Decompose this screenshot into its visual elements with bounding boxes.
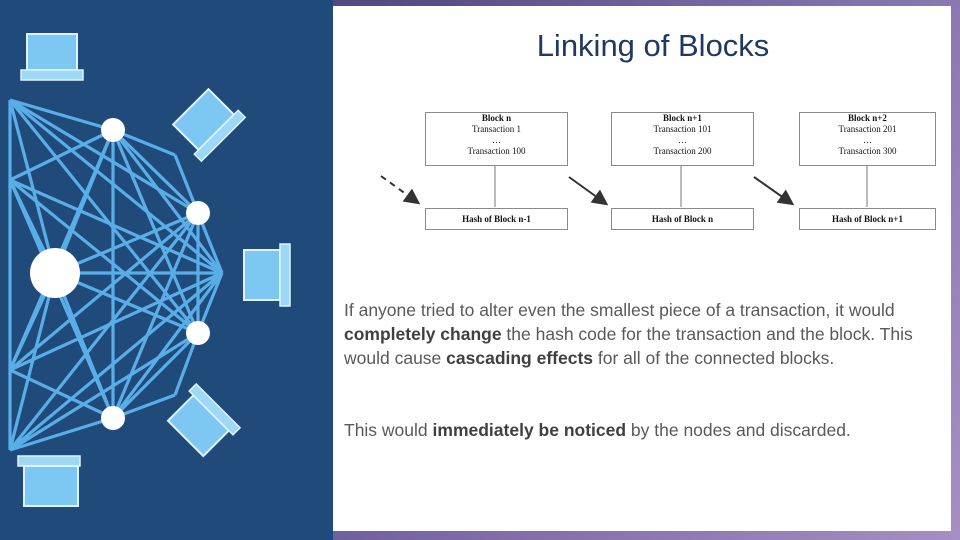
- block-tx-last: Transaction 100: [467, 146, 526, 156]
- block-title: Block n: [481, 113, 512, 123]
- network-panel: [0, 0, 333, 540]
- hash-label: Hash of Block n-1: [462, 214, 531, 224]
- incoming-arrow-icon: [380, 175, 421, 205]
- network-graph: [8, 33, 291, 507]
- laptop-icon: [20, 33, 84, 81]
- block-ellipsis: …: [863, 135, 872, 145]
- block-box: Block n Transaction 1 … Transaction 100: [425, 112, 568, 166]
- slide-content: Linking of Blocks Block n Transaction 1 …: [333, 6, 951, 531]
- emphasis-completely-change: completely change: [344, 324, 502, 344]
- link-arrow-icon: [753, 176, 795, 206]
- text-run: the hash code for the transaction and th…: [344, 324, 913, 368]
- hash-label: Hash of Block n+1: [832, 214, 903, 224]
- block-tx-first: Transaction 201: [838, 124, 897, 134]
- network-nodes: [30, 118, 210, 430]
- laptop-icon: [17, 455, 81, 507]
- laptop-icon: [243, 243, 291, 307]
- block-box: Block n+1 Transaction 101 … Transaction …: [611, 112, 754, 166]
- link-arrow-icon: [568, 176, 609, 206]
- text-run: This would: [344, 420, 433, 440]
- node-circle-icon: [101, 118, 125, 142]
- hash-box: Hash of Block n: [611, 208, 754, 230]
- text-run: If anyone tried to alter even the smalle…: [344, 300, 895, 320]
- emphasis-immediately-noticed: immediately be noticed: [432, 420, 627, 440]
- block-box: Block n+2 Transaction 201 … Transaction …: [799, 112, 936, 166]
- block-tx-first: Transaction 101: [653, 124, 712, 134]
- chain-arrows: [380, 175, 795, 206]
- text-run: by the nodes and discarded.: [626, 420, 851, 440]
- block-tx-first: Transaction 1: [472, 124, 521, 134]
- block-tx-last: Transaction 200: [653, 146, 712, 156]
- hash-box: Hash of Block n-1: [425, 208, 568, 230]
- body-paragraph-2: This would immediately be noticed by the…: [344, 418, 944, 442]
- laptop-icon: [166, 382, 242, 458]
- text-run: for all of the connected blocks.: [593, 348, 835, 368]
- laptop-icon: [171, 87, 247, 163]
- slide-title: Linking of Blocks: [536, 28, 770, 63]
- body-paragraph-1: If anyone tried to alter even the smalle…: [344, 298, 934, 370]
- block-chain-connectors: [380, 165, 868, 207]
- block-title: Block n+1: [663, 113, 702, 123]
- node-circle-icon: [101, 406, 125, 430]
- node-circle-icon: [186, 201, 210, 225]
- block-title: Block n+2: [848, 113, 887, 123]
- hash-box: Hash of Block n+1: [799, 208, 936, 230]
- emphasis-cascading-effects: cascading effects: [446, 348, 594, 368]
- block-stems: [494, 165, 868, 207]
- hub-node-icon: [30, 248, 80, 298]
- hash-label: Hash of Block n: [651, 214, 714, 224]
- block-tx-last: Transaction 300: [838, 146, 897, 156]
- block-ellipsis: …: [678, 135, 687, 145]
- block-ellipsis: …: [492, 135, 501, 145]
- node-circle-icon: [186, 321, 210, 345]
